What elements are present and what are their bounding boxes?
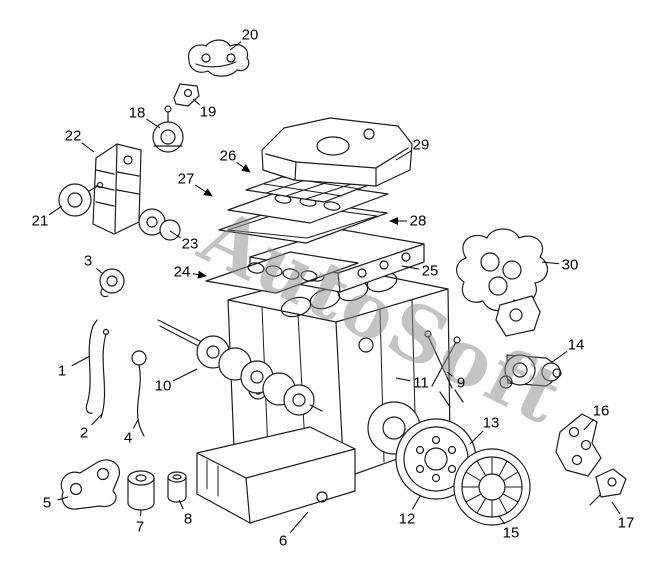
part-small-bracket <box>173 83 200 107</box>
part-dipstick <box>131 350 147 437</box>
callout-2-label: 2 <box>80 425 88 442</box>
callout-8-label: 8 <box>184 511 192 528</box>
part-oil-pan <box>196 426 356 524</box>
part-thermostat-housing <box>138 208 181 241</box>
callout-19-label: 19 <box>200 104 217 121</box>
callout-26-leader <box>236 162 251 173</box>
callout-14-leader <box>551 350 568 363</box>
callout-1-label: 1 <box>58 363 66 380</box>
callout-3-leader <box>95 267 104 275</box>
callout-28-label: 28 <box>410 213 427 230</box>
callout-26-label: 26 <box>220 148 237 165</box>
callout-18-label: 18 <box>129 105 146 122</box>
callout-23-leader <box>169 230 182 239</box>
callout-25-label: 25 <box>422 263 439 280</box>
callout-16-label: 16 <box>593 403 610 420</box>
callout-24-leader <box>192 270 207 279</box>
callout-15-leader <box>498 515 506 525</box>
callout-8-leader <box>178 499 184 510</box>
callout-27-label: 27 <box>178 171 195 188</box>
part-crankshaft <box>157 319 323 416</box>
callout-19-leader <box>192 98 201 106</box>
callout-5-label: 5 <box>43 495 51 512</box>
callout-24-label: 24 <box>174 264 191 281</box>
callout-6-leader <box>289 511 309 534</box>
callout-11-label: 11 <box>413 375 429 392</box>
callout-16-leader <box>583 418 595 431</box>
part-engine-mount-top <box>152 105 184 153</box>
callout-17-leader <box>611 501 621 515</box>
callout-22-leader <box>81 142 95 153</box>
part-sensor <box>589 468 627 506</box>
callout-2-leader <box>91 413 103 426</box>
part-clutch-pressure-plate <box>453 448 531 526</box>
callout-13-leader <box>469 430 484 445</box>
callout-15-label: 15 <box>503 525 520 542</box>
callout-9-leader <box>446 371 453 377</box>
part-mount-bushing <box>127 470 155 511</box>
callout-10-leader <box>172 368 198 382</box>
callout-20-label: 20 <box>242 27 259 44</box>
part-upper-support-bracket <box>187 39 250 77</box>
callout-17-label: 17 <box>618 515 635 532</box>
part-valve-cover <box>261 117 413 187</box>
callout-20-leader <box>229 41 242 51</box>
engine-parts-artwork <box>58 39 627 526</box>
callout-27-leader <box>194 184 213 197</box>
callout-21-leader <box>48 205 63 216</box>
part-mount-bracket <box>60 459 121 510</box>
callout-13-label: 13 <box>483 415 500 432</box>
callout-6-label: 6 <box>279 533 287 550</box>
callout-5-leader <box>57 496 69 501</box>
callout-30-leader <box>541 261 560 265</box>
part-intake-manifold <box>456 228 548 337</box>
part-side-bracket <box>555 413 602 477</box>
part-mounting-studs <box>424 330 464 408</box>
callout-12-leader <box>411 495 421 510</box>
callout-18-leader <box>145 118 161 129</box>
part-starter-motor <box>499 354 562 389</box>
callout-29-label: 29 <box>413 137 430 154</box>
part-small-bushing <box>167 471 187 503</box>
part-guide-rod <box>100 328 110 419</box>
callout-4-label: 4 <box>124 430 132 447</box>
part-round-mount <box>58 181 104 217</box>
callout-23-label: 23 <box>182 236 199 253</box>
callout-22-label: 22 <box>65 128 82 145</box>
callout-9-label: 9 <box>457 375 465 392</box>
part-front-housing <box>92 143 142 235</box>
callout-4-leader <box>132 419 139 429</box>
callout-29-leader <box>395 150 412 161</box>
part-dipstick-tube <box>85 319 98 414</box>
callout-12-label: 12 <box>399 511 416 528</box>
callout-11-leader <box>395 377 411 382</box>
callout-21-label: 21 <box>32 213 49 230</box>
callout-10-label: 10 <box>155 378 172 395</box>
callout-14-label: 14 <box>568 337 585 354</box>
callout-30-label: 30 <box>562 257 579 274</box>
callout-3-label: 3 <box>84 253 92 270</box>
callout-25-leader <box>401 265 420 270</box>
part-head-gasket <box>205 251 359 294</box>
part-grommet <box>99 268 125 298</box>
callout-1-leader <box>71 355 91 367</box>
callout-7-label: 7 <box>136 519 144 536</box>
